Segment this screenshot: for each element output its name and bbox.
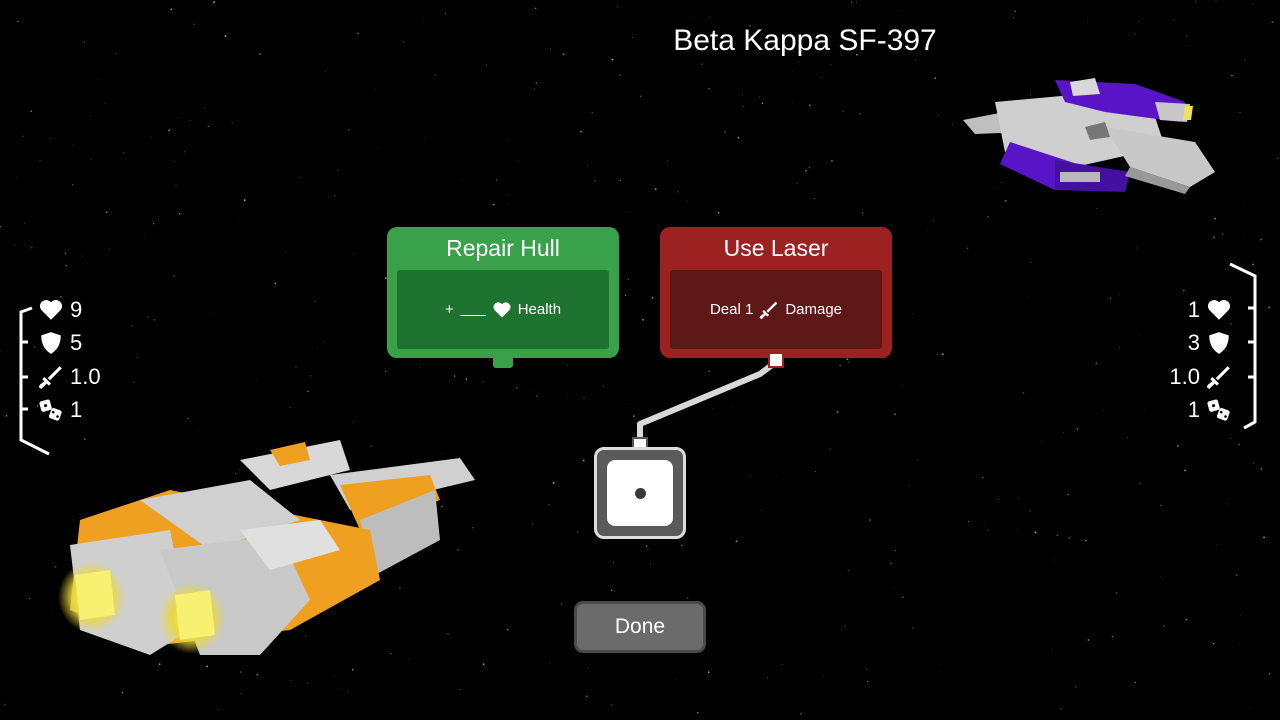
enemy-shield-stat: 3 [1188,328,1232,358]
player-health-stat: 9 [38,295,82,325]
player-attack-stat: 1.0 [38,362,101,392]
enemy-health-value: 1 [1187,297,1200,322]
enemy-attack-value: 1.0 [1169,364,1200,389]
player-shield-stat: 5 [38,328,82,358]
card-prefix: + [444,301,454,318]
player-ship [58,440,475,655]
player-stats-panel: 9 5 1.0 1 [14,262,104,458]
enemy-ship-name: Beta Kappa SF-397 [673,24,937,57]
dice-slot[interactable] [594,447,686,539]
player-dice-stat: 1 [38,395,82,425]
card-prefix: Deal 1 [709,301,754,318]
enemy-dice-stat: 1 [1188,395,1232,425]
card-suffix: Damage [785,301,843,318]
dice-slot-connector[interactable] [493,358,513,368]
card-suffix: Health [517,301,562,318]
use-laser-card[interactable]: Use Laser Deal 1 Damage [660,227,892,368]
card-title: Repair Hull [446,235,560,261]
heart-icon [39,300,63,320]
die-pip [635,488,646,499]
sword-icon [1206,366,1230,389]
enemy-dice-value: 1 [1187,397,1200,422]
dice-slot-connector[interactable] [768,352,784,368]
player-shield-value: 5 [70,330,83,355]
player-dice-value: 1 [70,397,83,422]
enemy-stats-panel: 1 3 1.0 1 [1169,262,1262,458]
heart-icon [1207,300,1231,320]
enemy-shield-value: 3 [1187,330,1200,355]
die[interactable] [607,460,673,526]
sword-icon [38,366,62,389]
heart-icon [493,301,511,317]
player-attack-value: 1.0 [70,364,101,389]
enemy-health-stat: 1 [1188,295,1232,325]
done-button[interactable]: Done [574,601,706,653]
enemy-ship [963,78,1215,194]
dice-icon [1207,399,1230,421]
sword-icon [759,301,778,319]
dice-icon [39,399,62,421]
shield-icon [1209,332,1229,354]
enemy-attack-stat: 1.0 [1169,362,1232,392]
card-title: Use Laser [723,235,829,261]
repair-hull-card[interactable]: Repair Hull + Health [387,227,619,368]
stats-bracket [1229,262,1257,430]
shield-icon [41,332,61,354]
dice-value-blank [459,303,486,316]
player-health-value: 9 [70,297,83,322]
stats-bracket [19,306,50,456]
card-description: + Health [397,270,609,349]
card-description: Deal 1 Damage [670,270,882,349]
